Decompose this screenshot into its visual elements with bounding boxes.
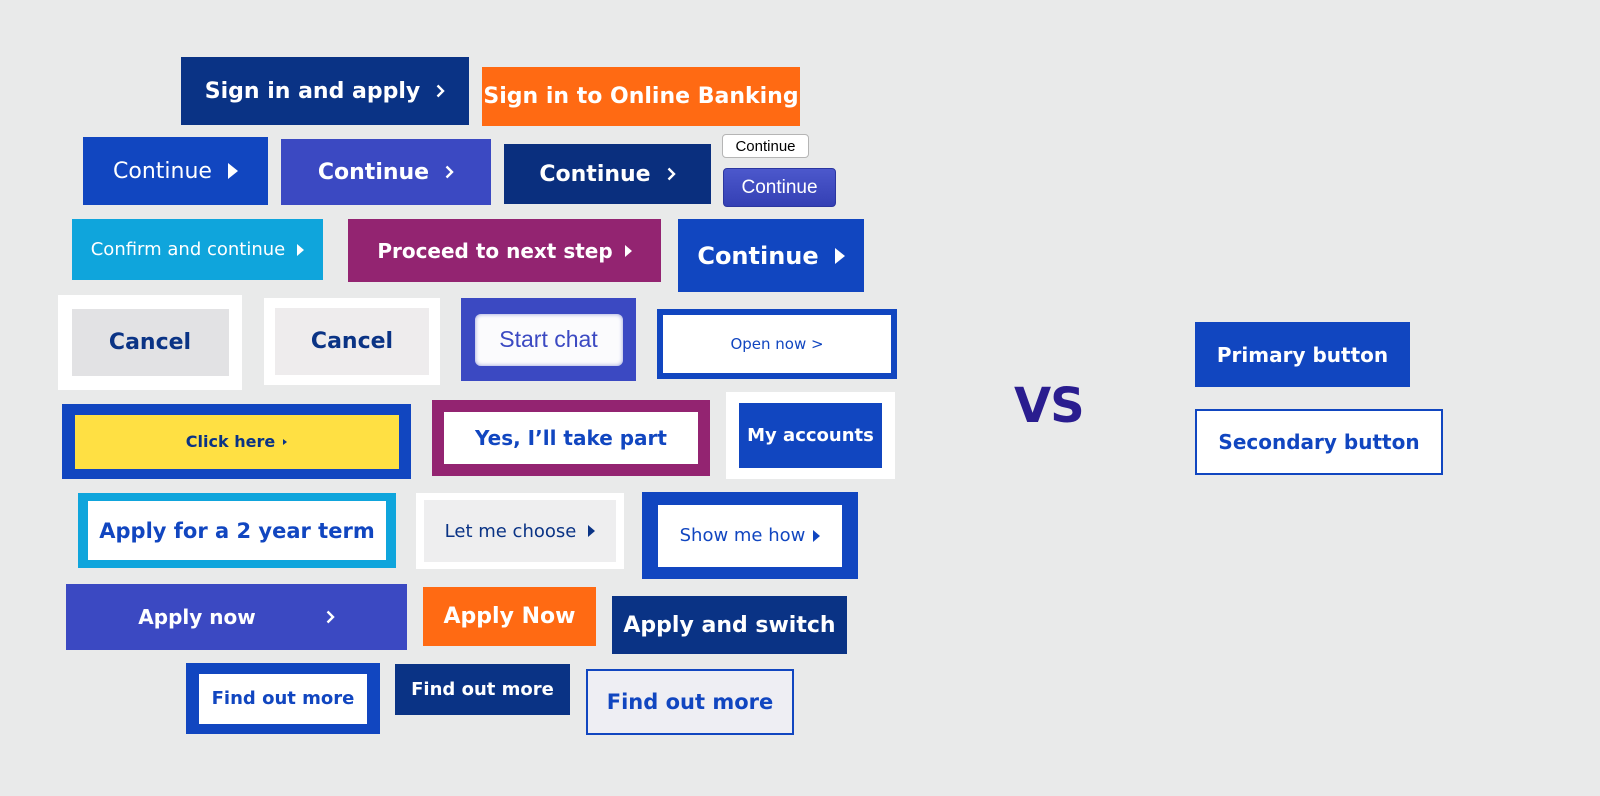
button-label: Continue bbox=[735, 137, 796, 155]
button-label: Yes, I’ll take part bbox=[475, 426, 667, 450]
continue-button-native[interactable]: Continue bbox=[722, 134, 809, 158]
continue-button-indigo[interactable]: Continue bbox=[281, 139, 491, 205]
button-label: Open now > bbox=[730, 335, 824, 353]
button-label: Continue bbox=[113, 158, 212, 184]
button-label: Apply Now bbox=[443, 604, 576, 629]
triangle-right-icon bbox=[588, 525, 596, 537]
triangle-right-icon bbox=[227, 163, 238, 179]
yes-take-part-button[interactable]: Yes, I’ll take part bbox=[432, 400, 710, 476]
triangle-right-icon bbox=[834, 247, 845, 264]
button-label: Sign in and apply bbox=[204, 78, 421, 104]
button-label: Proceed to next step bbox=[377, 238, 613, 263]
chevron-right-icon bbox=[436, 84, 445, 98]
triangle-right-icon bbox=[297, 243, 305, 256]
sign-in-online-banking-button[interactable]: Sign in to Online Banking bbox=[482, 67, 800, 126]
button-label: Sign in to Online Banking bbox=[483, 84, 799, 109]
button-label: Start chat bbox=[499, 326, 598, 352]
button-label: Apply and switch bbox=[623, 612, 836, 638]
primary-button[interactable]: Primary button bbox=[1195, 322, 1410, 387]
open-now-button[interactable]: Open now > bbox=[657, 309, 897, 379]
button-label: My accounts bbox=[747, 425, 874, 446]
secondary-button[interactable]: Secondary button bbox=[1195, 409, 1443, 475]
button-label: Cancel bbox=[310, 329, 394, 354]
apply-now-button-indigo[interactable]: Apply now bbox=[66, 584, 407, 650]
start-chat-button[interactable]: Start chat bbox=[461, 298, 636, 381]
show-me-how-button[interactable]: Show me how bbox=[642, 492, 858, 579]
chevron-right-icon bbox=[445, 165, 454, 179]
button-label: Continue bbox=[697, 241, 819, 270]
let-me-choose-button[interactable]: Let me choose bbox=[416, 493, 624, 569]
find-out-more-button-navy[interactable]: Find out more bbox=[395, 664, 570, 715]
button-label: Confirm and continue bbox=[90, 239, 286, 260]
triangle-right-icon bbox=[283, 438, 288, 445]
button-label: Find out more bbox=[211, 688, 355, 709]
button-label: Find out more bbox=[606, 690, 774, 714]
button-label: Primary button bbox=[1216, 342, 1389, 367]
confirm-and-continue-button[interactable]: Confirm and continue bbox=[72, 219, 323, 280]
button-label: Let me choose bbox=[444, 520, 577, 542]
chevron-right-icon bbox=[667, 167, 676, 181]
apply-now-button-orange[interactable]: Apply Now bbox=[423, 587, 596, 646]
button-label: Show me how bbox=[679, 525, 806, 546]
vs-label: VS bbox=[1014, 378, 1085, 434]
apply-and-switch-button[interactable]: Apply and switch bbox=[612, 596, 847, 654]
button-label: Cancel bbox=[108, 330, 192, 355]
triangle-right-icon bbox=[624, 244, 632, 257]
button-label: Continue bbox=[539, 161, 651, 187]
triangle-right-icon bbox=[813, 529, 821, 542]
click-here-button[interactable]: Click here bbox=[62, 404, 411, 479]
button-label: Apply for a 2 year term bbox=[99, 518, 375, 543]
continue-button-navy[interactable]: Continue bbox=[504, 144, 711, 204]
continue-button-large[interactable]: Continue bbox=[678, 219, 864, 292]
button-label: Continue bbox=[317, 159, 430, 185]
my-accounts-button[interactable]: My accounts bbox=[726, 392, 895, 479]
button-label: Click here bbox=[185, 432, 276, 451]
button-label: Find out more bbox=[411, 679, 554, 700]
cancel-button-grey[interactable]: Cancel bbox=[58, 295, 242, 390]
button-label: Apply now bbox=[138, 605, 256, 629]
button-label: Continue bbox=[741, 176, 818, 198]
continue-button-gloss[interactable]: Continue bbox=[723, 168, 836, 207]
chevron-right-icon bbox=[326, 610, 335, 624]
proceed-to-next-step-button[interactable]: Proceed to next step bbox=[348, 219, 661, 282]
find-out-more-button-outline[interactable]: Find out more bbox=[586, 669, 794, 735]
find-out-more-button-bordered[interactable]: Find out more bbox=[186, 663, 380, 734]
continue-button-triangle[interactable]: Continue bbox=[83, 137, 268, 205]
cancel-button-light[interactable]: Cancel bbox=[264, 298, 440, 385]
sign-in-and-apply-button[interactable]: Sign in and apply bbox=[181, 57, 469, 125]
button-label: Secondary button bbox=[1218, 430, 1420, 454]
apply-2-year-term-button[interactable]: Apply for a 2 year term bbox=[78, 493, 396, 568]
